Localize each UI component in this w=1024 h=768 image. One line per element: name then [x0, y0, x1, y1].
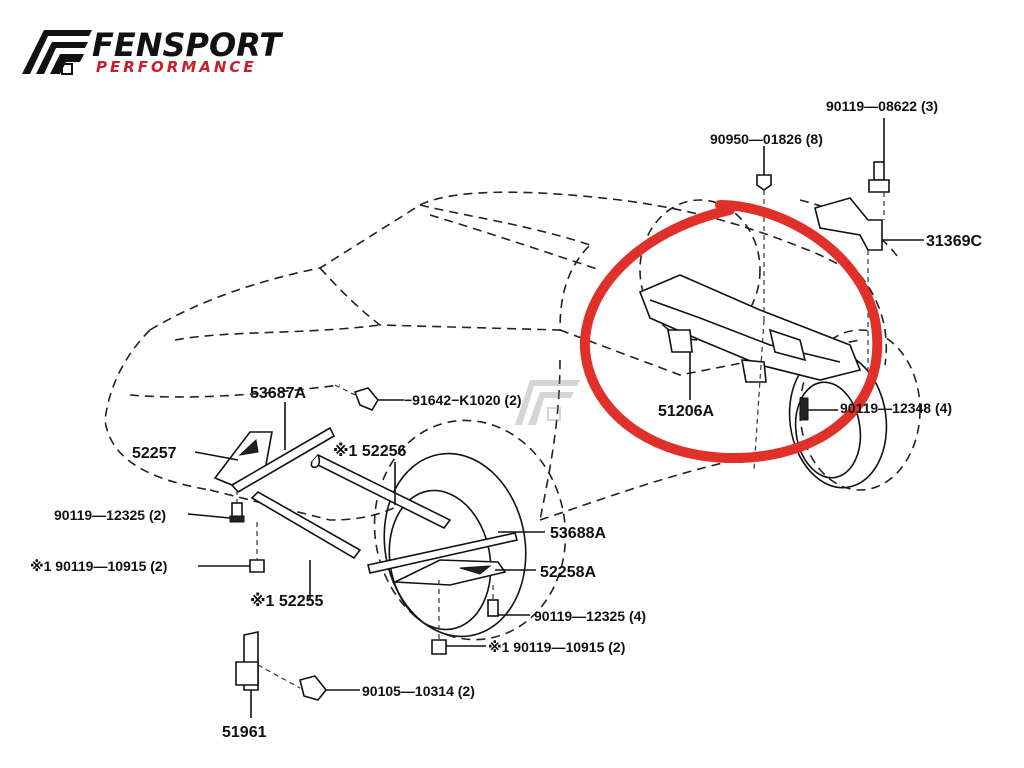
label-53687a: 53687A: [250, 385, 306, 402]
part-labels: 90119—08622 (3) 90950—01826 (8) 31369C 5…: [30, 98, 982, 741]
bolt-90119-12325-left-icon: [229, 502, 245, 523]
highlight-circle: [579, 200, 883, 464]
label-52258a: 52258A: [540, 564, 596, 581]
bolt-90950-icon: [756, 174, 772, 191]
label-52255: ※1 52255: [250, 592, 323, 610]
car-outline: [104, 191, 921, 641]
part-51961-bracket: [235, 631, 259, 691]
bolt-90119-10915-left-icon: [249, 559, 265, 573]
part-53687a-bar: [230, 426, 336, 494]
bolt-90119-12348-icon: [799, 397, 809, 421]
fensport-logo-mark-icon: [22, 30, 92, 75]
part-51206a-crossmember: [638, 274, 862, 383]
brand-tagline: PERFORMANCE: [96, 58, 257, 76]
label-52257: 52257: [132, 445, 177, 462]
watermark-logo-icon: [515, 380, 580, 425]
label-51961: 51961: [222, 724, 267, 741]
part-52256-bar: [310, 454, 452, 530]
bolt-90105-icon: [299, 675, 328, 701]
bolt-90119-10915-right-icon: [431, 639, 447, 655]
label-90950-01826: 90950—01826 (8): [710, 131, 823, 147]
label-90119-10915-left: ※1 90119—10915 (2): [30, 558, 167, 574]
label-90119-12325-right: 90119—12325 (4): [534, 608, 646, 624]
part-31369c-bracket: [814, 197, 883, 251]
label-53688a: 53688A: [550, 525, 606, 542]
label-52256: ※1 52256: [333, 442, 406, 460]
label-31369c: 31369C: [926, 233, 982, 250]
label-91642-k1020: −91642−K1020 (2): [404, 392, 522, 408]
label-90119-08622: 90119—08622 (3): [826, 98, 938, 114]
brand-name: FENSPORT: [92, 26, 283, 64]
bolt-90119-12325-right-icon: [487, 599, 499, 617]
bolt-91642-icon: [353, 387, 379, 412]
label-90119-12325-left: 90119—12325 (2): [54, 507, 166, 523]
part-52258a-plate: [391, 559, 507, 586]
label-90105-10314: 90105—10314 (2): [362, 683, 475, 699]
label-90119-10915-right: ※1 90119—10915 (2): [488, 639, 625, 655]
label-51206a: 51206A: [658, 403, 714, 420]
part-52255-bar: [250, 491, 362, 560]
label-90119-12348: 90119—12348 (4): [840, 400, 952, 416]
fensport-logo: FENSPORT PERFORMANCE: [22, 26, 283, 76]
bolt-90119-08622-icon: [868, 161, 890, 193]
leader-lines: [187, 118, 924, 718]
part-53688a-bar: [367, 532, 519, 574]
